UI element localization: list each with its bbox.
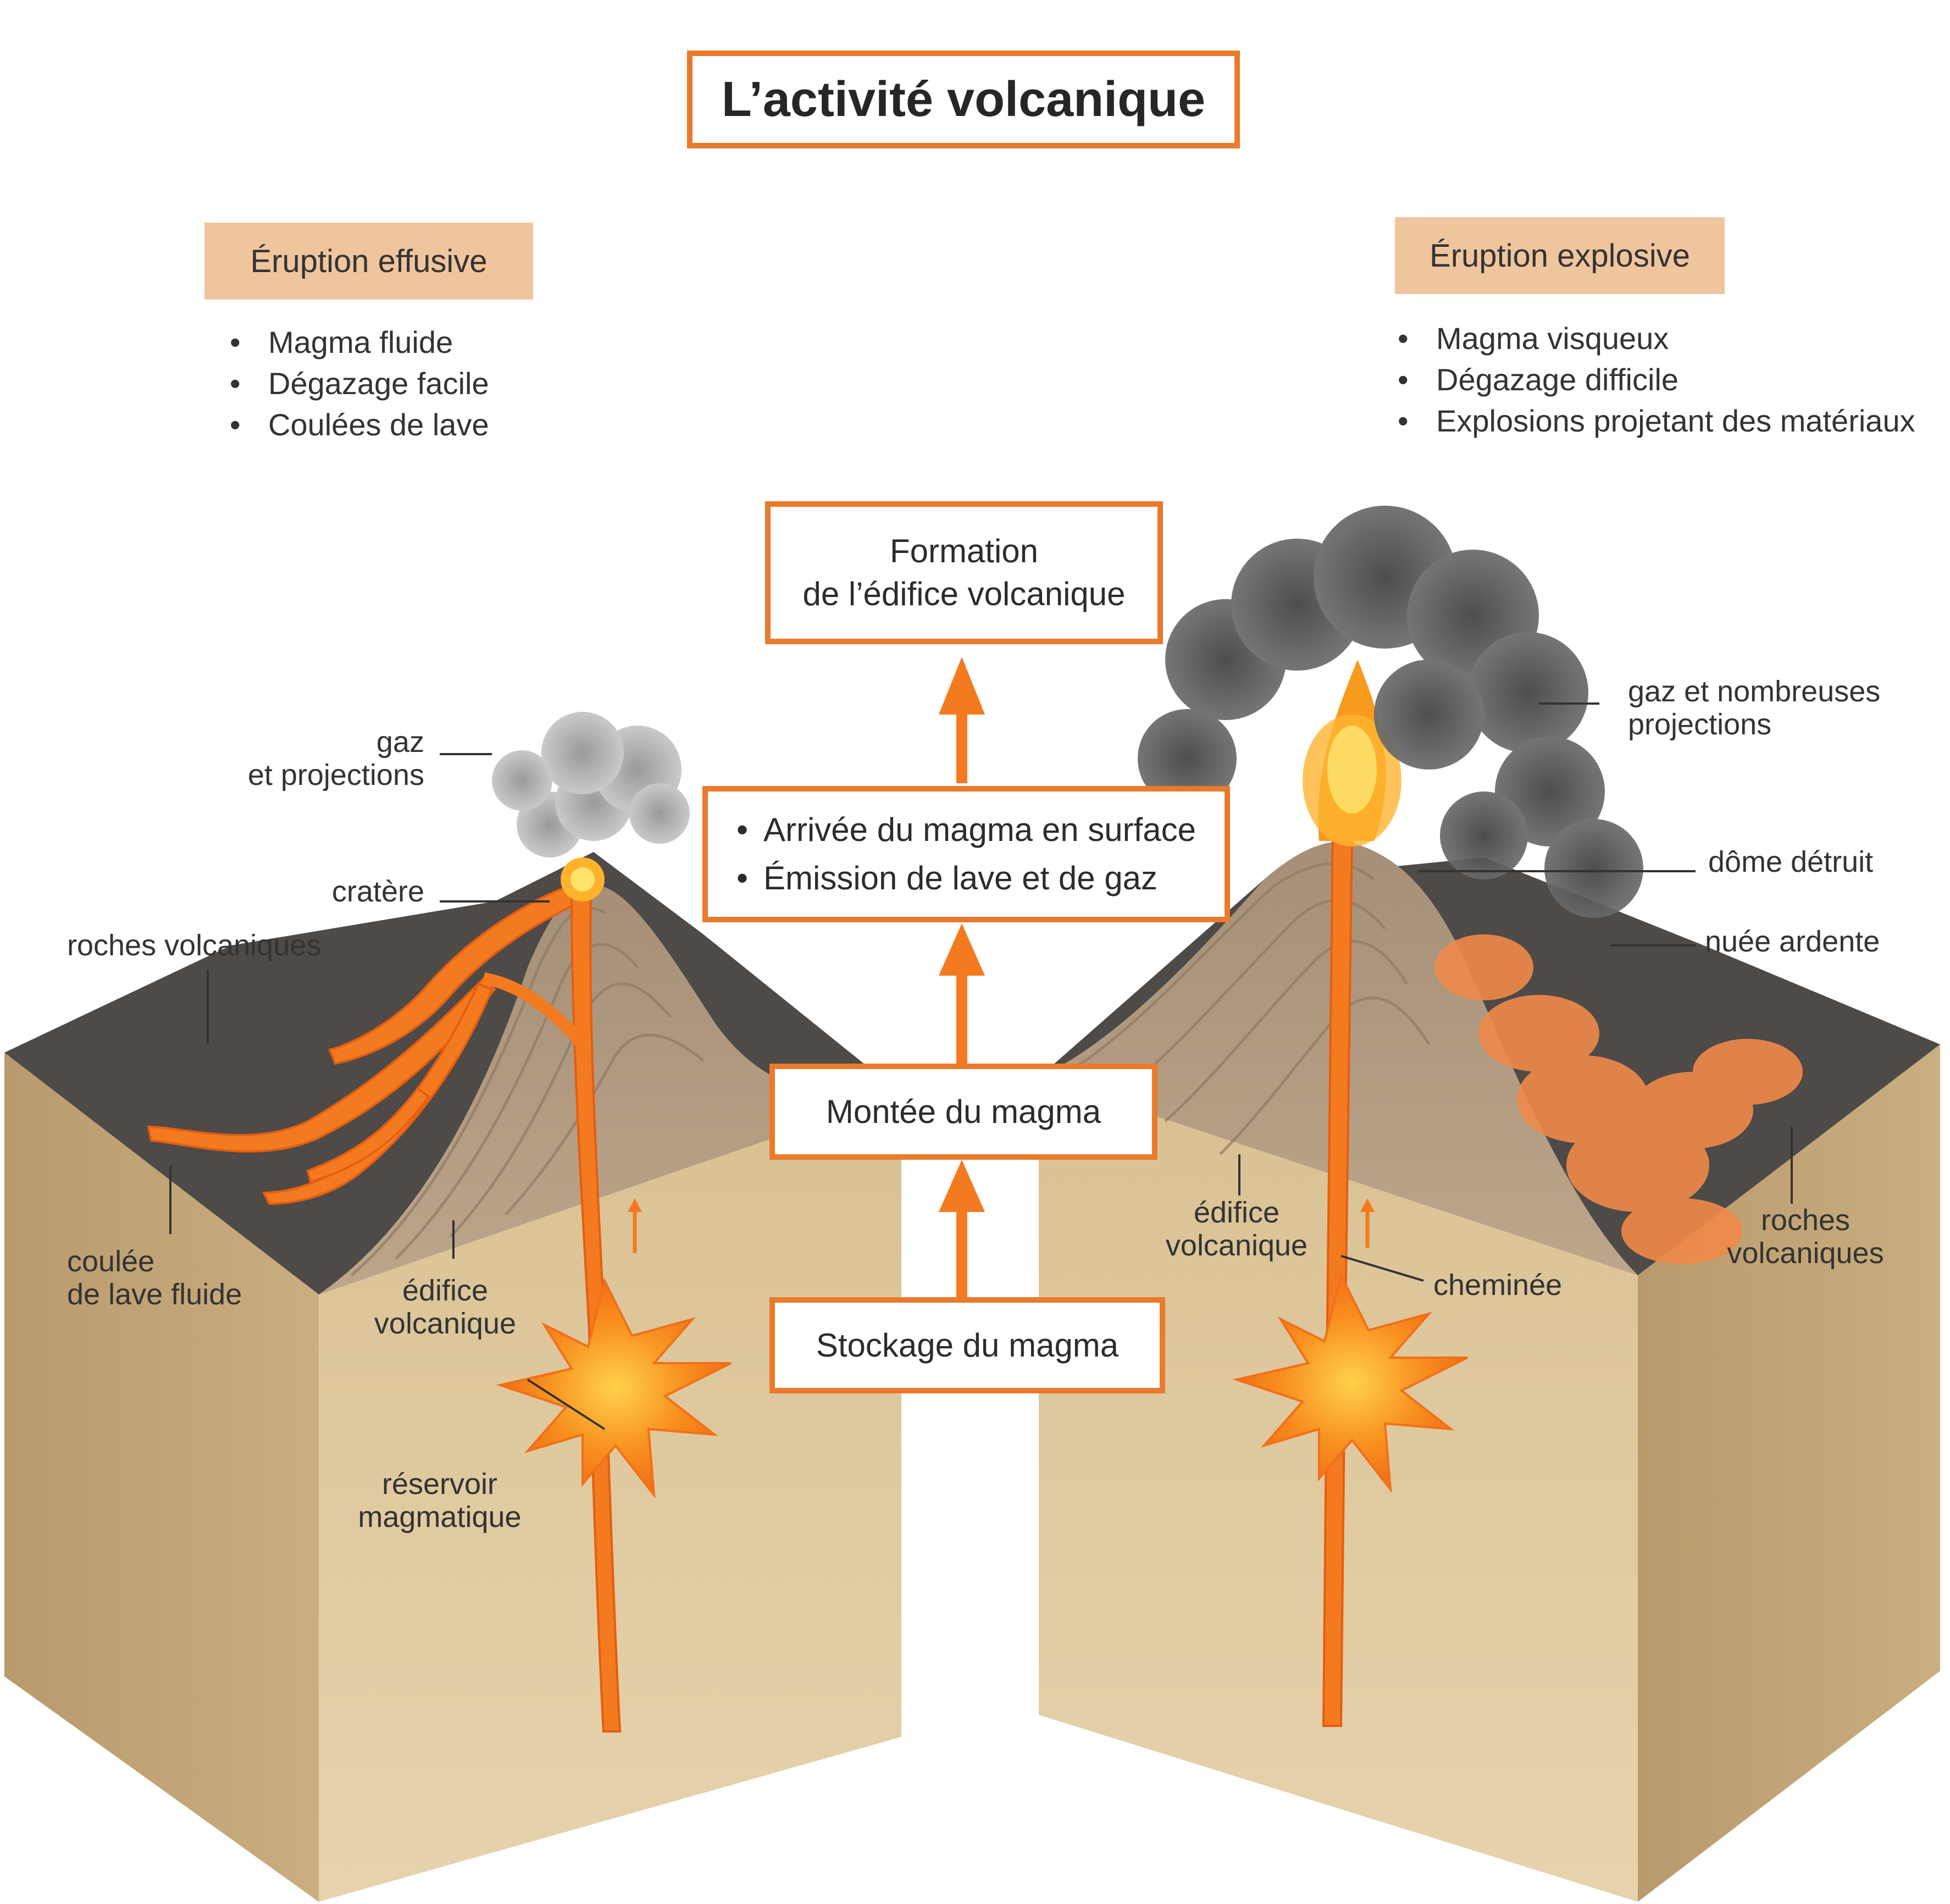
- label-left-reservoir-line: magmatique: [358, 1501, 522, 1534]
- left-volcano-cone: [319, 885, 901, 1294]
- label-left-volcanic-rocks: roches volcaniques: [67, 929, 321, 962]
- effusive-heading: Éruption effusive: [204, 223, 533, 300]
- left-magma-conduit: [570, 889, 622, 1733]
- flow-arrows: [939, 657, 985, 1297]
- label-left-gas: gaz et projections: [198, 726, 424, 792]
- effusive-bullet-list: Magma fluide Dégazage facile Coulées de …: [230, 322, 489, 445]
- left-lava-flow-lower: [147, 977, 496, 1153]
- page-title: L’activité volcanique: [721, 71, 1206, 127]
- label-right-edifice-line: volcanique: [1165, 1229, 1308, 1262]
- leader-lines: [169, 702, 1793, 1430]
- label-right-volcanic-rocks-line: roches: [1760, 1204, 1851, 1237]
- right-nuee-ardente: [1434, 934, 1803, 1264]
- label-left-gas-line: gaz: [376, 726, 424, 759]
- step-storage-text: Stockage du magma: [816, 1326, 1119, 1364]
- label-right-gas-line: gaz et nombreuses: [1628, 675, 1881, 708]
- label-right-gas: gaz et nombreuses projections: [1628, 675, 1880, 741]
- effusive-heading-text: Éruption effusive: [250, 243, 488, 279]
- explosive-bullet-list: Magma visqueux Dégazage difficile Explos…: [1398, 318, 1915, 441]
- label-right-nuee: nuée ardente: [1705, 925, 1880, 958]
- label-left-reservoir: réservoir magmatique: [346, 1468, 533, 1534]
- label-right-dome-text: dôme détruit: [1708, 845, 1874, 878]
- label-left-crater: cratère: [297, 875, 424, 908]
- explosive-volcano-block: [1039, 506, 1940, 1902]
- step-arrival-item: Arrivée du magma en surface: [736, 806, 1196, 854]
- label-left-crater-text: cratère: [331, 875, 424, 908]
- step-formation-box: Formation de l’édifice volcanique: [765, 501, 1163, 644]
- step-arrival-box: Arrivée du magma en surface Émission de …: [702, 786, 1230, 922]
- label-left-edifice-line: volcanique: [374, 1307, 517, 1340]
- step-storage-box: Stockage du magma: [769, 1297, 1165, 1393]
- left-smoke-plume: [492, 712, 690, 857]
- label-left-volcanic-rocks-text: roches volcaniques: [67, 929, 322, 962]
- left-block-top-surface: [4, 852, 901, 1294]
- label-right-edifice-line: édifice: [1193, 1196, 1280, 1229]
- right-magma-reservoir: [1232, 1272, 1468, 1493]
- effusive-bullet: Coulées de lave: [230, 404, 489, 445]
- label-left-lava-flow-line: de lave fluide: [67, 1278, 242, 1311]
- explosive-bullet: Magma visqueux: [1398, 318, 1915, 359]
- left-magma-reservoir: [496, 1277, 732, 1499]
- step-rise-box: Montée du magma: [769, 1064, 1157, 1160]
- right-ash-cloud: [1138, 506, 1643, 918]
- step-formation-line-2: de l’édifice volcanique: [802, 575, 1126, 612]
- step-rise-text: Montée du magma: [826, 1093, 1101, 1130]
- label-right-edifice: édifice volcanique: [1154, 1196, 1319, 1262]
- label-left-edifice-line: édifice: [402, 1274, 489, 1307]
- effusive-bullet: Magma fluide: [230, 322, 489, 363]
- right-chimney: [1322, 834, 1354, 1727]
- label-left-gas-line: et projections: [247, 759, 424, 792]
- label-right-chimney: cheminée: [1433, 1269, 1562, 1302]
- left-block-side-face: [4, 1053, 319, 1902]
- label-left-reservoir-line: réservoir: [381, 1468, 498, 1501]
- label-left-lava-flow: coulée de lave fluide: [67, 1245, 242, 1311]
- effusive-volcano-block: [4, 712, 901, 1902]
- title-box: L’activité volcanique: [687, 51, 1240, 148]
- label-left-lava-flow-line: coulée: [67, 1245, 155, 1278]
- label-right-dome: dôme détruit: [1708, 845, 1873, 878]
- explosive-bullet: Dégazage difficile: [1398, 359, 1915, 400]
- label-right-volcanic-rocks-line: volcaniques: [1727, 1237, 1884, 1270]
- explosive-heading: Éruption explosive: [1395, 217, 1725, 294]
- step-formation-line-1: Formation: [889, 533, 1039, 569]
- effusive-bullet: Dégazage facile: [230, 363, 489, 404]
- explosive-heading-text: Éruption explosive: [1430, 237, 1690, 274]
- label-right-gas-line: projections: [1628, 708, 1772, 741]
- label-right-volcanic-rocks: roches volcaniques: [1720, 1204, 1891, 1270]
- left-lava-flow-main: [328, 883, 584, 1065]
- label-left-edifice: édifice volcanique: [363, 1274, 528, 1340]
- explosive-bullet: Explosions projetant des matériaux: [1398, 400, 1915, 441]
- label-right-chimney-text: cheminée: [1433, 1269, 1563, 1302]
- step-arrival-list: Arrivée du magma en surface Émission de …: [736, 806, 1196, 903]
- label-right-nuee-text: nuée ardente: [1705, 925, 1880, 958]
- step-arrival-item: Émission de lave et de gaz: [736, 854, 1196, 903]
